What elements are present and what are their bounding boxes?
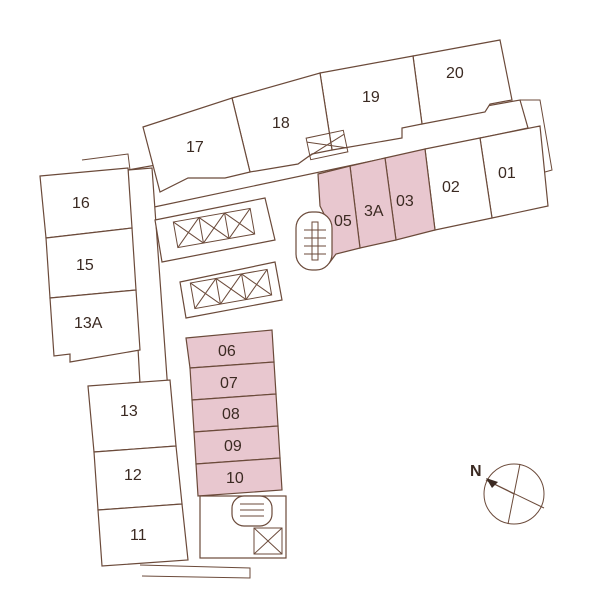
unit-05[interactable] [317, 165, 361, 264]
unit-label-01: 01 [498, 165, 516, 182]
unit-label-19: 19 [362, 89, 380, 106]
unit-label-15: 15 [76, 257, 94, 274]
unit-label-13A: 13A [74, 315, 103, 332]
unit-labels: 20 19 18 17 16 15 13A 13 12 11 01 02 03 … [72, 65, 516, 544]
unit-label-07: 07 [220, 375, 238, 392]
unit-label-09: 09 [224, 438, 242, 455]
unit-13A[interactable] [49, 289, 141, 363]
unit-17[interactable] [142, 97, 251, 193]
unit-label-16: 16 [72, 195, 90, 212]
top-wing [142, 39, 549, 264]
core-top [154, 197, 333, 319]
compass-north-label: N [470, 463, 482, 480]
unit-label-13: 13 [120, 403, 138, 420]
unit-label-10: 10 [226, 470, 244, 487]
unit-10[interactable] [195, 457, 283, 497]
unit-label-08: 08 [222, 406, 240, 423]
unit-label-02: 02 [442, 179, 460, 196]
unit-label-3A: 3A [364, 203, 384, 220]
unit-label-11: 11 [130, 527, 147, 544]
unit-label-12: 12 [124, 467, 142, 484]
left-wing [39, 167, 189, 567]
unit-label-20: 20 [446, 65, 464, 82]
compass-rose-icon: N [470, 463, 545, 525]
unit-label-06: 06 [218, 343, 236, 360]
unit-label-18: 18 [272, 115, 290, 132]
unit-label-05: 05 [334, 213, 352, 230]
unit-label-17: 17 [186, 139, 204, 156]
unit-11[interactable] [97, 503, 189, 567]
lower-wing [185, 329, 287, 559]
unit-label-03: 03 [396, 193, 414, 210]
